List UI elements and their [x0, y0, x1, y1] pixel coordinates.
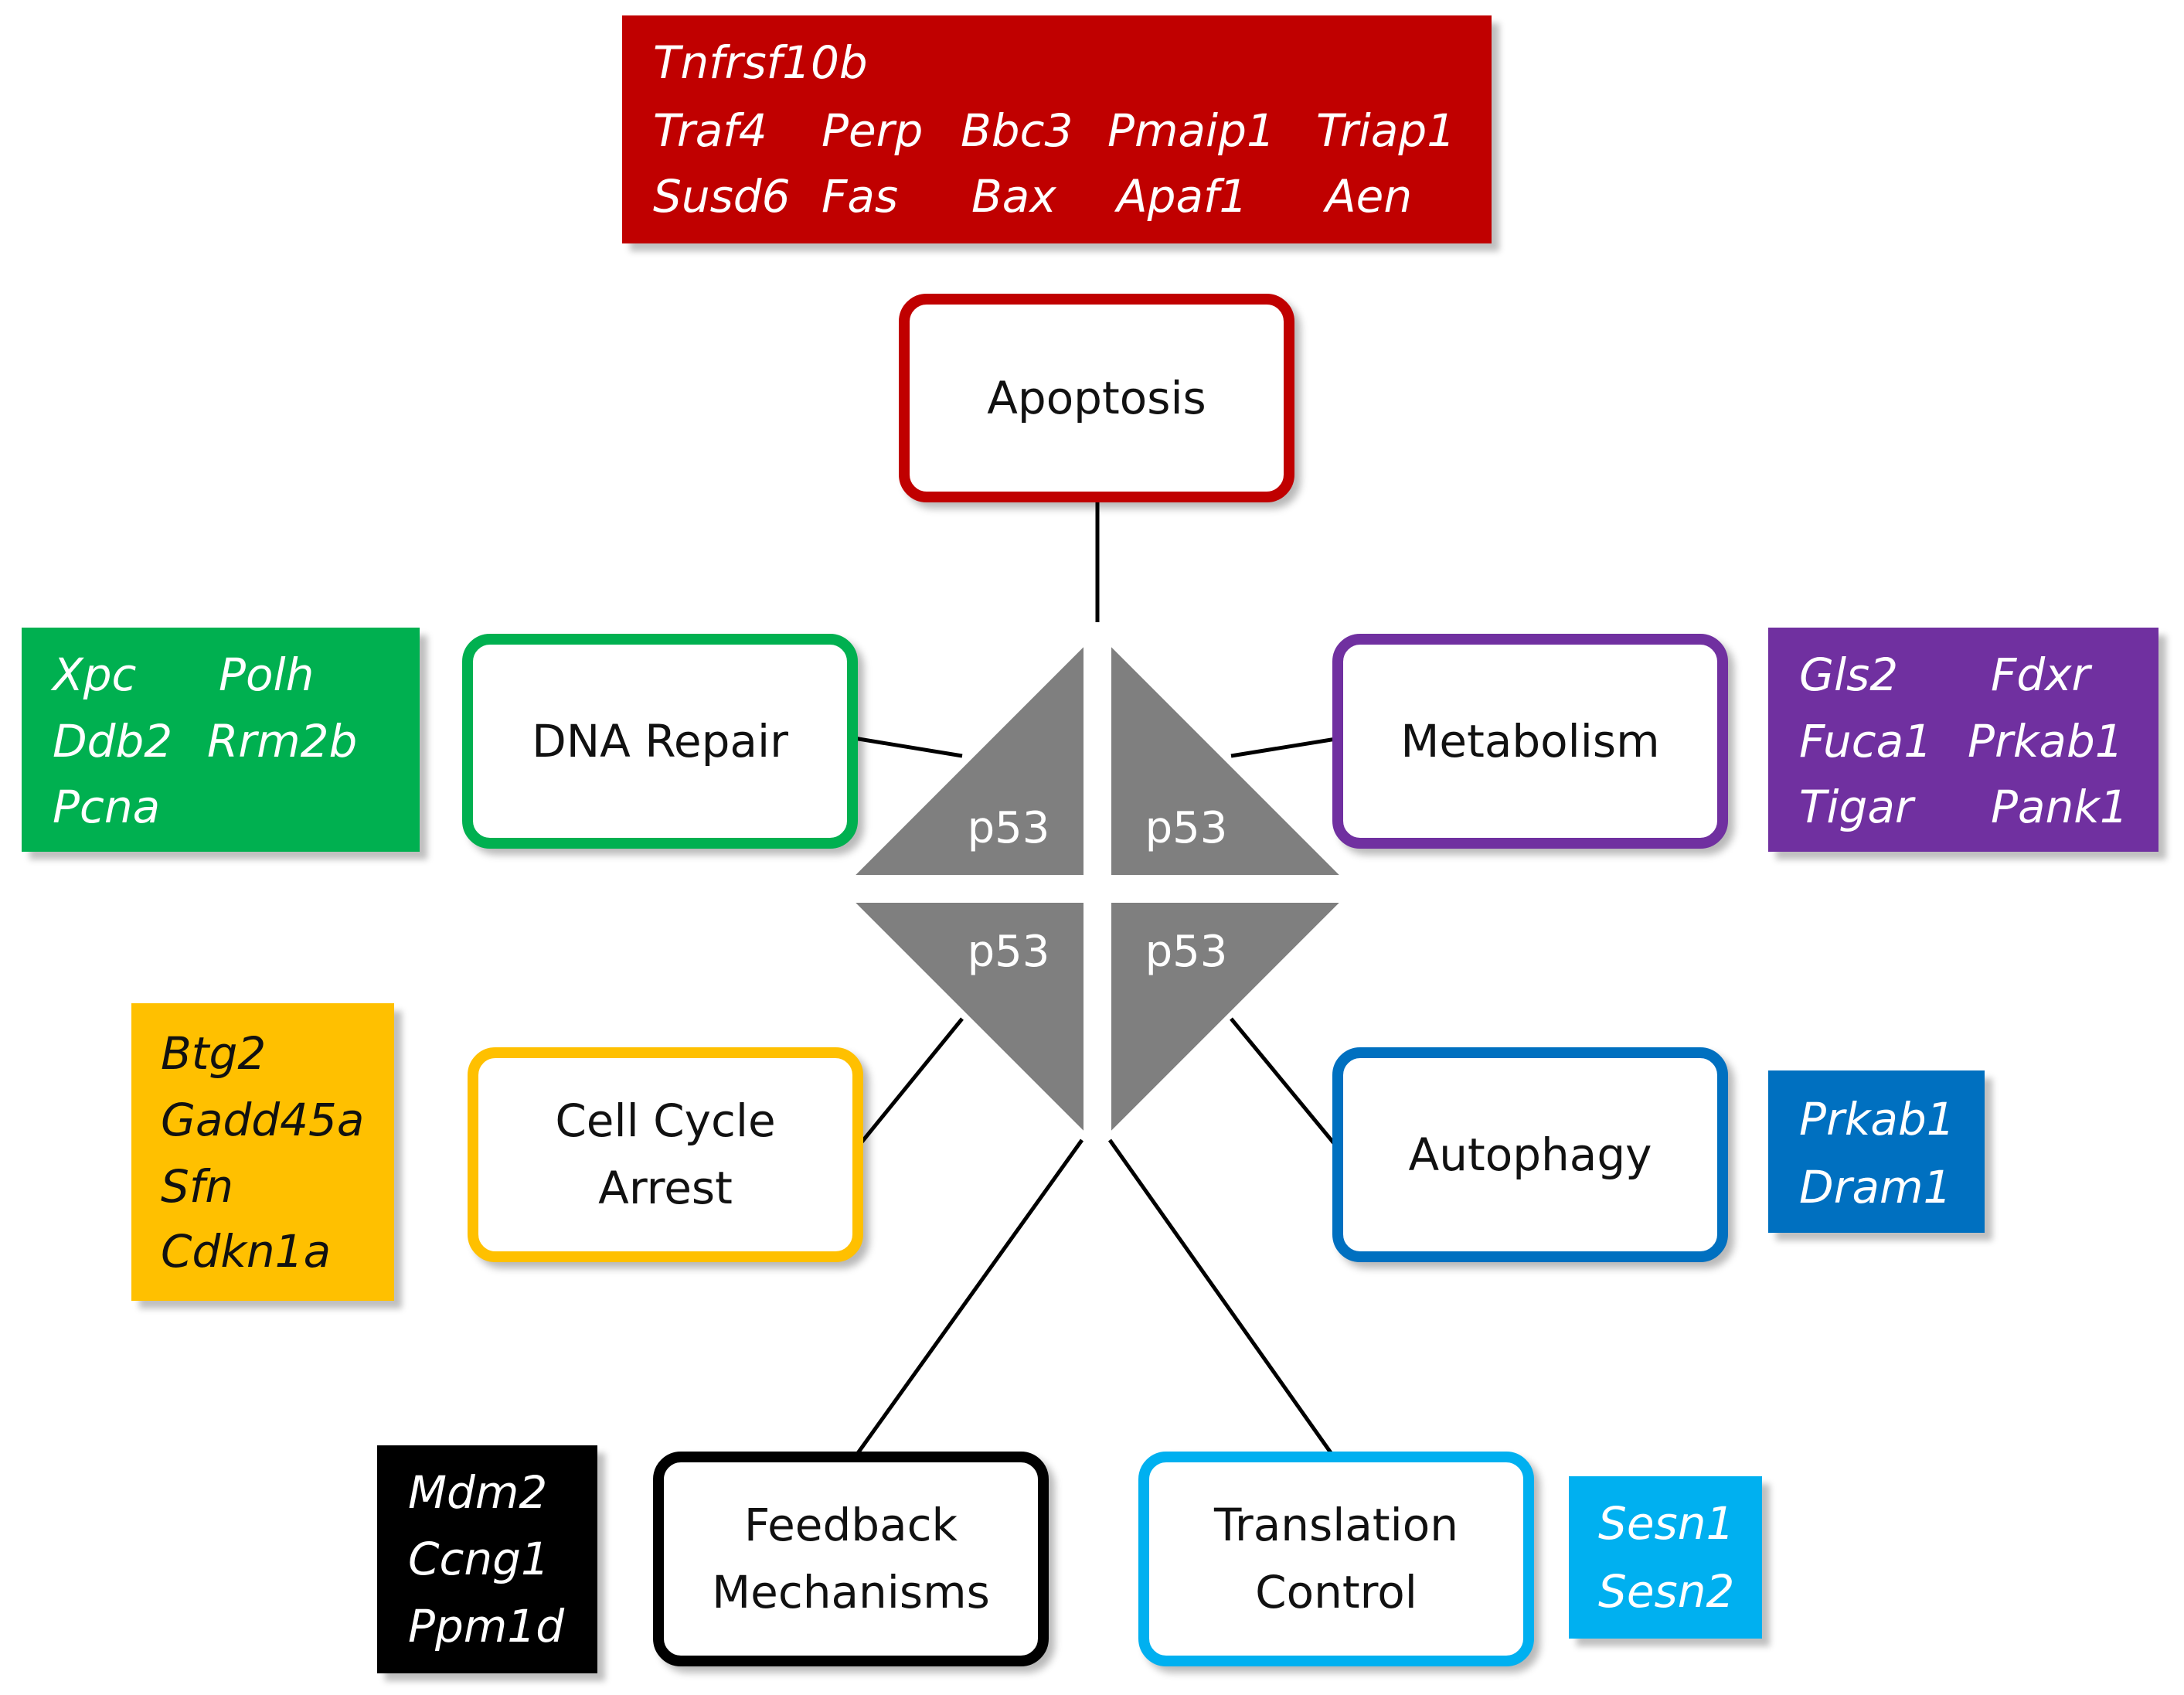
gene-label: Dram1 [1799, 1161, 1952, 1213]
connector-feedback-mechanisms [856, 1139, 1084, 1455]
connector-metabolism [1230, 736, 1342, 758]
dna-repair-box: DNA Repair [462, 634, 858, 849]
gene-label: Pmaip1 [1107, 104, 1275, 157]
apoptosis-box: Apoptosis [899, 294, 1294, 502]
feedback-mechanisms-box: Feedback Mechanisms [653, 1452, 1049, 1666]
function-label: Autophagy [1408, 1128, 1652, 1181]
feedback-mechanisms-genes-box: Mdm2 Ccng1 Ppm1d [377, 1445, 597, 1673]
p53-label-top-right: p53 [1145, 803, 1228, 853]
connector-translation-control [1107, 1139, 1338, 1461]
connector-cell-cycle-arrest [852, 1017, 964, 1153]
p53-label-bottom-right: p53 [1145, 927, 1228, 977]
translation-control-box: Translation Control [1138, 1452, 1534, 1666]
cell-cycle-arrest-box: Cell Cycle Arrest [468, 1047, 863, 1262]
gene-label: Triap1 [1316, 104, 1456, 157]
gene-label: Fuca1 [1799, 715, 1933, 768]
gene-label: Sesn1 [1598, 1497, 1735, 1550]
metabolism-genes-box: Gls2 Fdxr Fuca1 Prkab1 Tigar Pank1 [1768, 628, 2158, 852]
function-label-line-2: Control [1255, 1566, 1417, 1618]
function-label: Apoptosis [987, 371, 1206, 424]
autophagy-genes-box: Prkab1 Dram1 [1768, 1070, 1985, 1233]
function-label: DNA Repair [532, 714, 788, 768]
gene-label: Fas [822, 170, 899, 223]
p53-label-bottom-left: p53 [968, 927, 1050, 977]
p53-triangle-bottom-right [1107, 898, 1351, 1142]
gene-label: Pcna [53, 781, 161, 833]
function-label-line-1: Cell Cycle [555, 1094, 776, 1147]
connector-dna-repair [853, 736, 963, 758]
gene-label: Susd6 [653, 170, 791, 223]
p53-triangle-top-right [1107, 635, 1351, 880]
p53-triangle-top-left [844, 635, 1088, 880]
function-label-line-2: Arrest [598, 1162, 733, 1214]
gene-label: Ppm1d [408, 1600, 565, 1652]
gene-label: Gls2 [1799, 648, 1899, 701]
function-label-line-1: Translation [1213, 1499, 1459, 1551]
p53-label-top-left: p53 [968, 803, 1050, 853]
gene-label: Sfn [161, 1160, 233, 1213]
gene-label: Prkab1 [1968, 715, 2124, 768]
gene-label: Traf4 [653, 104, 767, 157]
gene-label: Sesn2 [1598, 1565, 1735, 1618]
function-label-line-2: Mechanisms [712, 1566, 990, 1618]
gene-label: Bbc3 [961, 104, 1073, 157]
gene-label: Btg2 [161, 1027, 267, 1080]
function-label-line-1: Feedback [743, 1499, 958, 1551]
gene-label: Prkab1 [1799, 1093, 1955, 1145]
gene-label: Tigar [1799, 781, 1914, 833]
autophagy-box: Autophagy [1332, 1047, 1728, 1262]
gene-label: Gadd45a [161, 1094, 365, 1146]
gene-label: Xpc [53, 648, 137, 701]
gene-label: Aen [1325, 170, 1413, 223]
gene-label: Fdxr [1991, 648, 2090, 701]
gene-label: Polh [219, 648, 315, 701]
gene-label: Ccng1 [408, 1533, 549, 1585]
gene-label: Tnfrsf10b [653, 36, 868, 89]
gene-label: Rrm2b [207, 715, 358, 768]
gene-label: Mdm2 [408, 1466, 548, 1519]
gene-label: Perp [822, 104, 924, 157]
function-label: Metabolism [1400, 714, 1660, 768]
translation-control-genes-box: Sesn1 Sesn2 [1569, 1476, 1762, 1639]
apoptosis-genes-box: Tnfrsf10b Traf4 Perp Bbc3 Pmaip1 Triap1 … [622, 15, 1492, 243]
gene-label: Ddb2 [53, 715, 173, 768]
cell-cycle-arrest-genes-box: Btg2 Gadd45a Sfn Cdkn1a [131, 1003, 394, 1301]
gene-label: Apaf1 [1117, 170, 1248, 223]
gene-label: Cdkn1a [161, 1225, 332, 1278]
metabolism-box: Metabolism [1332, 634, 1728, 849]
connector-autophagy [1230, 1017, 1342, 1153]
gene-label: Bax [971, 170, 1056, 223]
gene-label: Pank1 [1991, 781, 2128, 833]
p53-triangle-bottom-left [844, 898, 1088, 1142]
dna-repair-genes-box: Xpc Polh Ddb2 Rrm2b Pcna [22, 628, 420, 852]
